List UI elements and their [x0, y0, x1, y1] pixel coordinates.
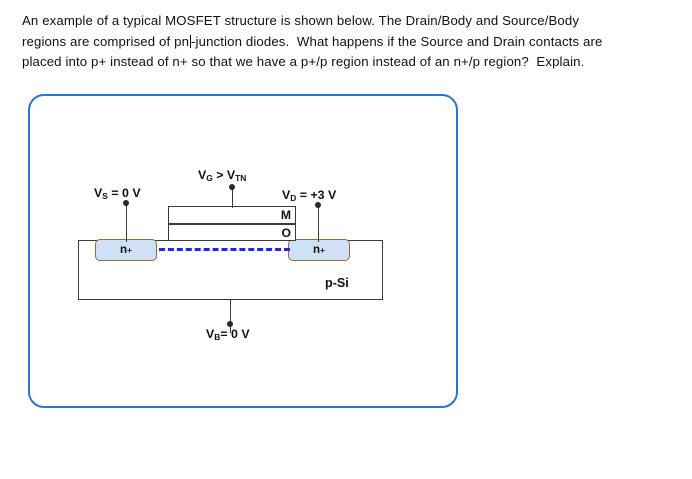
drain-voltage-value: = +3 V	[296, 188, 337, 202]
question-line-2-after-caret: -junction diodes. What happens if the So…	[191, 33, 603, 49]
body-voltage-value: = 0 V	[220, 327, 250, 341]
body-terminal-lead	[230, 300, 231, 333]
inversion-channel-dashed-line	[159, 248, 290, 251]
question-line-3: placed into p+ instead of n+ so that we …	[22, 54, 585, 69]
source-voltage-symbol: V	[94, 186, 103, 200]
source-diffusion-label: n	[120, 244, 128, 256]
body-terminal-dot	[227, 321, 233, 327]
gate-oxide-layer: O	[168, 224, 296, 241]
substrate-label: p-Si	[325, 276, 349, 290]
drain-voltage-symbol: V	[282, 188, 291, 202]
source-terminal-lead	[126, 202, 127, 242]
question-line-2: regions are comprised of pn-junction dio…	[22, 32, 670, 53]
gate-metal-layer: M	[168, 206, 296, 224]
drain-terminal-lead	[318, 204, 319, 242]
gate-voltage-label: VG > VTN	[198, 168, 247, 183]
gate-voltage-symbol: V	[198, 168, 207, 182]
source-voltage-subscript: S	[102, 191, 108, 201]
body-voltage-symbol: V	[206, 327, 215, 341]
drain-voltage-label: VD = +3 V	[282, 188, 337, 203]
body-voltage-subscript: B	[214, 332, 221, 342]
source-terminal-dot	[123, 200, 129, 206]
gate-terminal-dot	[229, 184, 235, 190]
text-caret	[189, 34, 191, 48]
threshold-voltage-subscript: TN	[235, 173, 247, 183]
body-voltage-label: VB= 0 V	[206, 327, 250, 342]
gate-voltage-subscript: G	[206, 173, 213, 183]
question-line-2-before-caret: regions are comprised of pn	[22, 33, 190, 49]
drain-voltage-subscript: D	[290, 193, 297, 203]
source-diffusion-region: n+	[95, 239, 157, 261]
figure-panel: p-Si n+ n+ M O VS = 0 V VG > VTN VD = +3…	[28, 94, 458, 408]
gate-oxide-letter: O	[281, 225, 291, 240]
drain-diffusion-label: n	[313, 244, 321, 256]
question-text: An example of a typical MOSFET structure…	[22, 11, 670, 73]
gate-terminal-lead	[232, 186, 233, 208]
source-voltage-label: VS = 0 V	[94, 186, 141, 201]
question-line-1: An example of a typical MOSFET structure…	[22, 13, 580, 28]
source-voltage-value: = 0 V	[107, 186, 141, 200]
gate-voltage-relation: > V	[212, 168, 236, 182]
drain-terminal-dot	[315, 202, 321, 208]
drain-diffusion-region: n+	[288, 239, 350, 261]
gate-metal-letter: M	[280, 207, 291, 222]
mosfet-diagram: p-Si n+ n+ M O VS = 0 V VG > VTN VD = +3…	[30, 96, 460, 410]
